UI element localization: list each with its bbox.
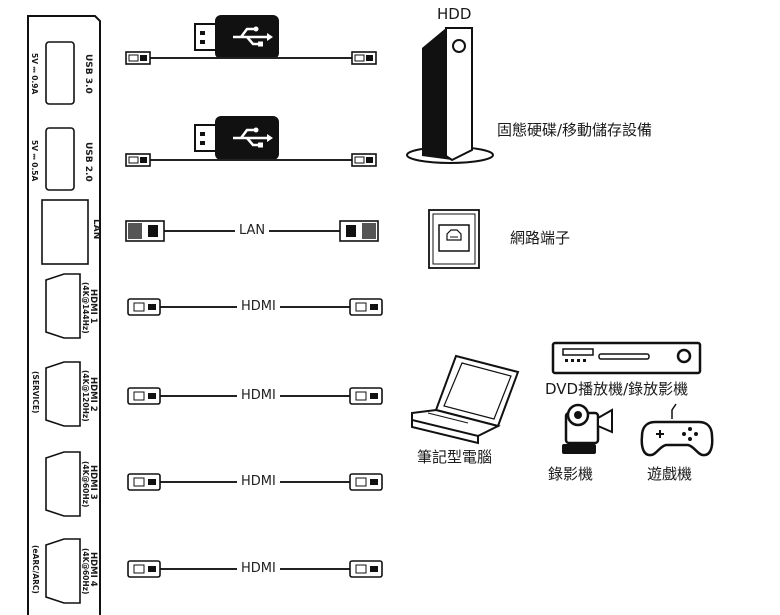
usb3-port (45, 41, 75, 105)
hdmi1-spec: (4K@144Hz) (81, 282, 90, 334)
hdmi-plug-icon (349, 387, 383, 405)
usb3-label: USB 3.0 (83, 54, 93, 94)
usb-stick-icon (194, 116, 279, 160)
lan-plug-icon (125, 220, 165, 242)
network-socket-icon (428, 209, 480, 269)
game-controller-icon (640, 403, 714, 457)
hdmi2-service: (SERVICE) (31, 371, 40, 414)
hdd-title: HDD (437, 5, 472, 23)
usb-plug-icon (351, 51, 377, 65)
hdmi-plug-icon (127, 560, 161, 578)
hdmi-plug-icon (127, 473, 161, 491)
lan-plug-icon (339, 220, 379, 242)
hdmi2-label: HDMI 2 (88, 377, 98, 412)
hdmi1-cable-label: HDMI (237, 299, 280, 314)
hdmi1-label: HDMI 1 (88, 289, 98, 324)
game-caption: 遊戲機 (647, 465, 693, 483)
hdmi-plug-icon (127, 387, 161, 405)
usb2-port (45, 127, 75, 191)
laptop-caption: 筆記型電腦 (417, 448, 493, 466)
lan-port (41, 199, 89, 265)
usb-stick-icon (194, 15, 279, 59)
usb-plug-icon (351, 153, 377, 167)
dvd-player-icon (551, 341, 702, 375)
hdd-caption: 固態硬碟/移動儲存設備 (497, 121, 653, 139)
hdmi-plug-icon (127, 298, 161, 316)
hdmi1-port (45, 273, 81, 339)
usb2-power: 5V ⎓ 0.5A (30, 140, 39, 182)
laptop-icon (411, 354, 520, 445)
hdmi2-cable-label: HDMI (237, 388, 280, 403)
hdmi-plug-icon (349, 473, 383, 491)
usb-plug-icon (125, 153, 151, 167)
hdd-icon (406, 27, 494, 164)
usb3-power: 5V ⎓ 0.9A (30, 53, 39, 95)
tv-side-panel (27, 15, 101, 615)
hdmi4-spec: (4K@60Hz) (81, 548, 90, 595)
lan-label: LAN (91, 219, 101, 240)
camcorder-icon (562, 403, 613, 454)
hdmi2-port (45, 361, 81, 427)
hdmi4-cable-label: HDMI (237, 561, 280, 576)
hdmi-plug-icon (349, 560, 383, 578)
camcorder-caption: 錄影機 (548, 465, 594, 483)
hdmi3-spec: (4K@60Hz) (81, 461, 90, 508)
hdmi3-cable-label: HDMI (237, 474, 280, 489)
hdmi4-label: HDMI 4 (88, 552, 98, 587)
hdmi2-spec: (4K@120Hz) (81, 370, 90, 422)
network-caption: 網路端子 (510, 229, 571, 247)
hdmi4-earc: (eARC/ARC) (31, 545, 40, 594)
lan-cable-label: LAN (235, 223, 270, 238)
usb-plug-icon (125, 51, 151, 65)
hdmi4-port (45, 538, 81, 604)
hdmi3-label: HDMI 3 (88, 465, 98, 500)
hdmi3-port (45, 451, 81, 517)
dvd-caption: DVD播放機/錄放影機 (545, 380, 689, 398)
hdmi-plug-icon (349, 298, 383, 316)
usb2-label: USB 2.0 (83, 142, 93, 182)
